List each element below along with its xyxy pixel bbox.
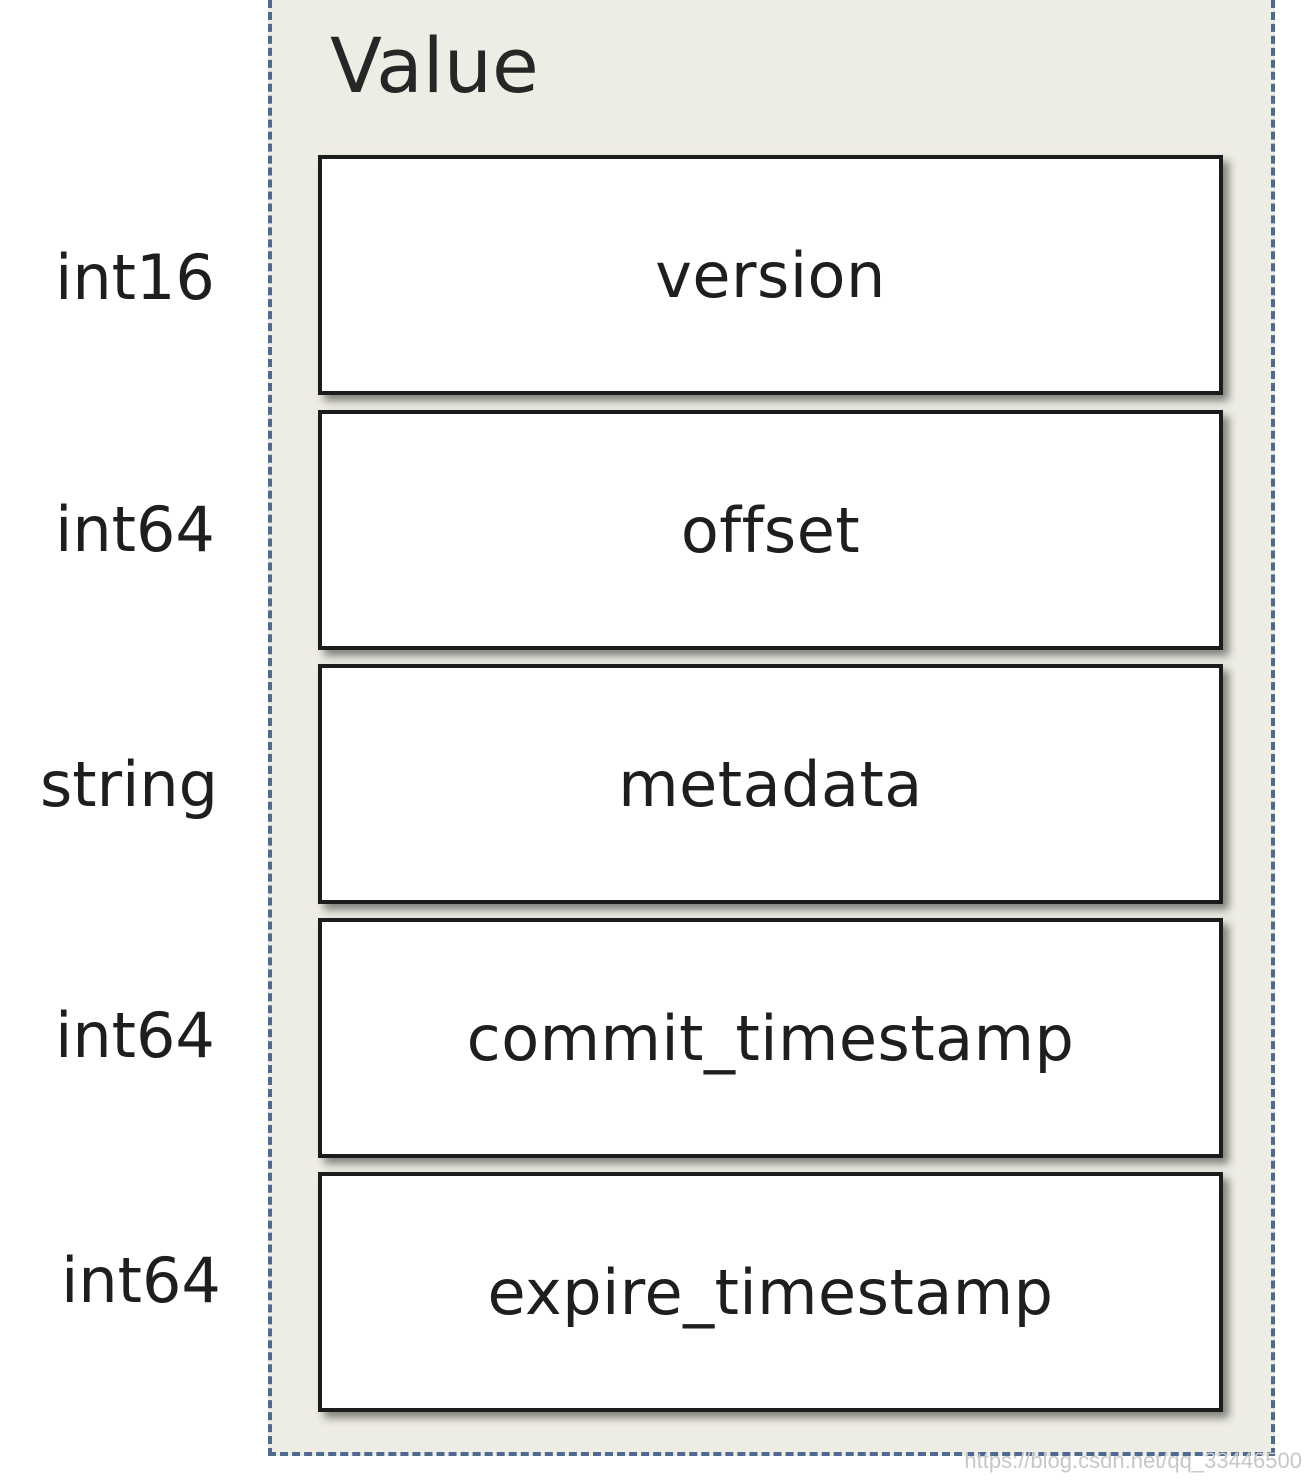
field-name-expire-timestamp: expire_timestamp (487, 1255, 1054, 1329)
field-name-commit-timestamp: commit_timestamp (466, 1001, 1075, 1075)
field-box-offset: offset (318, 410, 1223, 650)
field-box-version: version (318, 155, 1223, 395)
type-label-metadata: string (40, 748, 218, 821)
field-box-expire-timestamp: expire_timestamp (318, 1172, 1223, 1412)
watermark: https://blog.csdn.net/qq_33446500 (964, 1448, 1302, 1473)
field-name-metadata: metadata (618, 747, 923, 821)
type-label-offset: int64 (55, 493, 215, 566)
type-label-commit-timestamp: int64 (55, 999, 215, 1072)
field-box-commit-timestamp: commit_timestamp (318, 918, 1223, 1158)
field-name-offset: offset (680, 493, 861, 567)
field-name-version: version (655, 238, 886, 312)
type-label-version: int16 (55, 241, 215, 314)
type-label-expire-timestamp: int64 (61, 1244, 221, 1317)
field-box-metadata: metadata (318, 664, 1223, 904)
diagram-title: Value (330, 21, 539, 110)
